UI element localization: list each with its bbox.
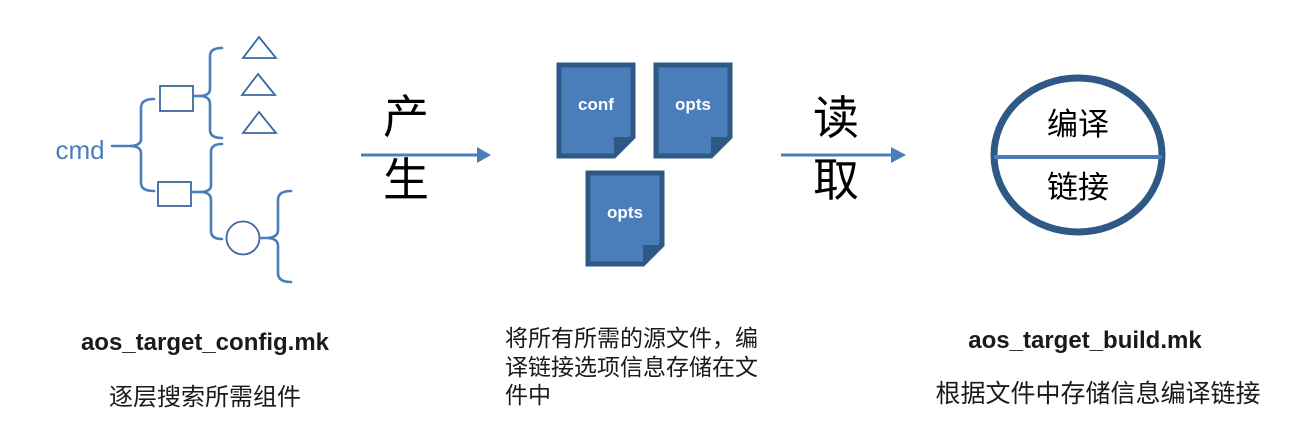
document-label: opts	[607, 203, 643, 222]
read-arrow-icon	[781, 147, 906, 163]
folded-corner	[643, 245, 662, 264]
left-caption-subtitle: 逐层搜索所需组件	[109, 385, 301, 411]
document-icon	[556, 62, 636, 159]
document-icon	[653, 62, 733, 159]
document-label: opts	[675, 95, 711, 114]
middle-caption-line: 件中	[505, 383, 551, 408]
circle-item-icon	[225, 220, 261, 256]
link-label: 链接	[1047, 170, 1109, 205]
tree-root-label: cmd	[55, 135, 105, 165]
triangle-item-icon	[240, 72, 277, 96]
produce-label-bottom: 生	[383, 155, 429, 206]
middle-caption-line: 将所有所需的源文件，编	[505, 326, 758, 351]
middle-caption: 将所有所需的源文件，编 译链接选项信息存储在文 件中	[505, 325, 795, 411]
config-file-card: conf	[556, 62, 636, 159]
build-process-circle	[990, 74, 1166, 236]
middle-caption-line: 译链接选项信息存储在文	[505, 354, 758, 380]
triangle-item-icon	[241, 35, 278, 59]
options-file-card: opts	[653, 62, 733, 159]
root-brace-icon	[128, 97, 156, 193]
right-caption-title: aos_target_build.mk	[968, 327, 1202, 354]
component-tree-diagram	[110, 35, 293, 284]
options-file-card: opts	[585, 170, 665, 267]
produce-label-top: 产	[383, 92, 429, 143]
folded-corner	[711, 137, 730, 156]
read-label-bottom: 取	[813, 155, 859, 206]
leaf-brace-icon	[265, 189, 293, 284]
component-box-bottom	[157, 181, 192, 207]
produce-arrow-icon	[361, 147, 491, 163]
document-label: conf	[578, 95, 614, 114]
left-caption-title: aos_target_config.mk	[80, 329, 330, 356]
folded-corner	[614, 137, 633, 156]
read-label-top: 读	[813, 93, 859, 144]
component-box-top	[159, 85, 194, 112]
arrow-head	[477, 147, 491, 163]
compile-label: 编译	[1047, 107, 1109, 142]
document-icon	[585, 170, 665, 267]
arrow-head	[891, 147, 906, 163]
sub-brace-icon-bottom	[199, 142, 224, 241]
right-caption-subtitle: 根据文件中存储信息编译链接	[935, 381, 1261, 408]
triangle-item-icon	[241, 110, 278, 134]
sub-brace-icon-top	[198, 46, 224, 140]
